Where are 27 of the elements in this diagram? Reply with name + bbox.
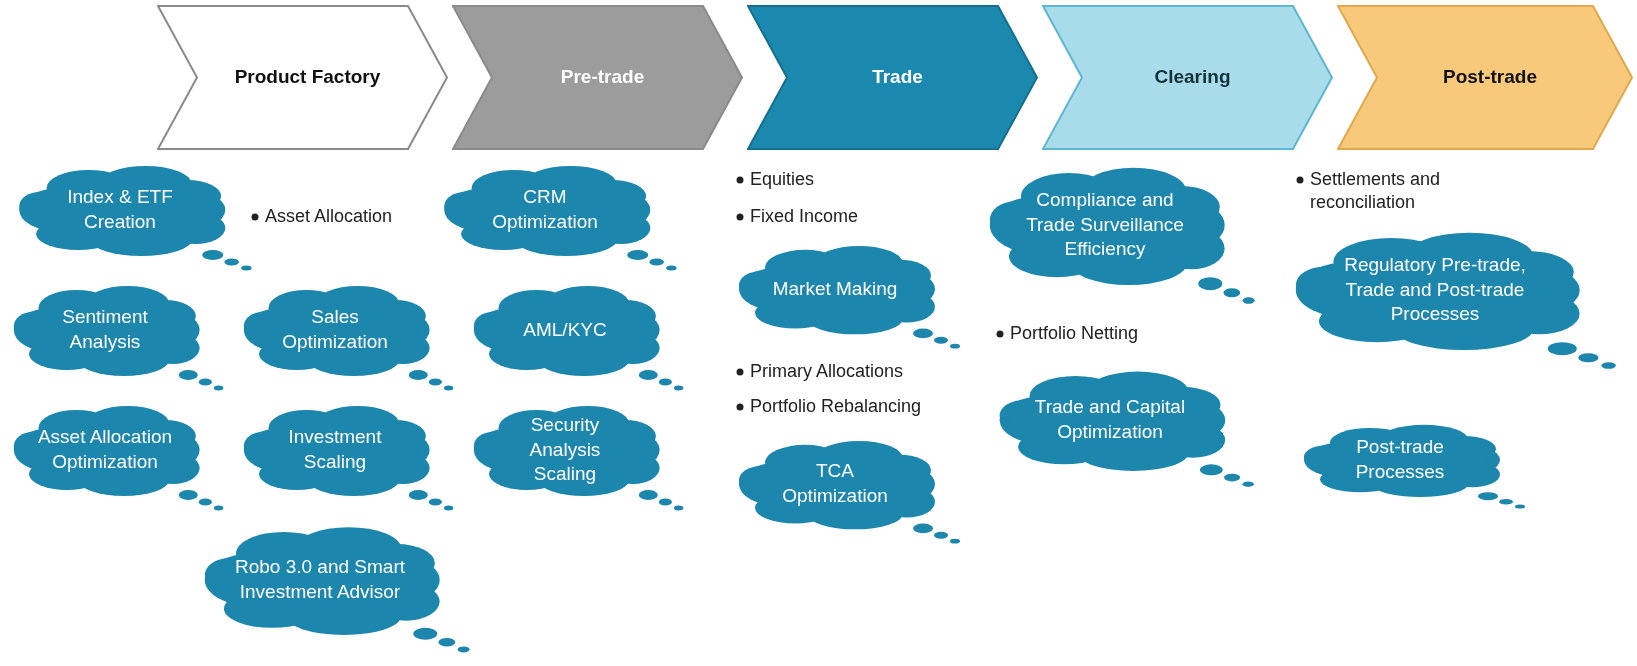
bullet-text: Settlements and reconciliation	[1310, 169, 1441, 213]
stage-label: Trade	[872, 65, 923, 90]
cloud-text: Index & ETF Creation	[66, 185, 174, 234]
cloud-text: Sentiment Analysis	[61, 305, 149, 354]
cloud-text: AML/KYC	[523, 317, 607, 342]
cloud-text: Asset Allocation Optimization	[36, 425, 174, 474]
cloud-text: Post-trade Processes	[1354, 435, 1446, 484]
cloud-text: Sales Optimization	[281, 305, 389, 354]
stage-label: Product Factory	[234, 65, 381, 90]
bullet-text: Portfolio Rebalancing	[750, 396, 922, 416]
cloud-text: Investment Scaling	[287, 425, 383, 474]
cloud-text: Market Making	[772, 276, 898, 301]
cloud-text: TCA Optimization	[781, 459, 889, 508]
cloud-text: CRM Optimization	[491, 185, 599, 234]
cloud-text: Regulatory Pre-trade, Trade and Post-trade Processes	[1343, 252, 1527, 327]
stage-label: Pre-trade	[560, 65, 645, 90]
cloud-text: Trade and Capital Optimization	[1033, 395, 1187, 444]
bullet-text: Portfolio Netting	[1010, 323, 1139, 343]
bullet-text: Fixed Income	[750, 206, 859, 226]
bullet-text: Equities	[750, 169, 815, 189]
stage-label: Post-trade	[1443, 65, 1537, 90]
cloud-text: Robo 3.0 and Smart Investment Advisor	[233, 555, 406, 604]
stage-label: Clearing	[1154, 65, 1231, 90]
cloud-text: Compliance and Trade Surveillance Efficiency	[1025, 187, 1185, 262]
bullet-text: Asset Allocation	[265, 206, 393, 226]
bullet-text: Primary Allocations	[750, 361, 904, 381]
cloud-text: Security Analysis Scaling	[528, 412, 602, 487]
